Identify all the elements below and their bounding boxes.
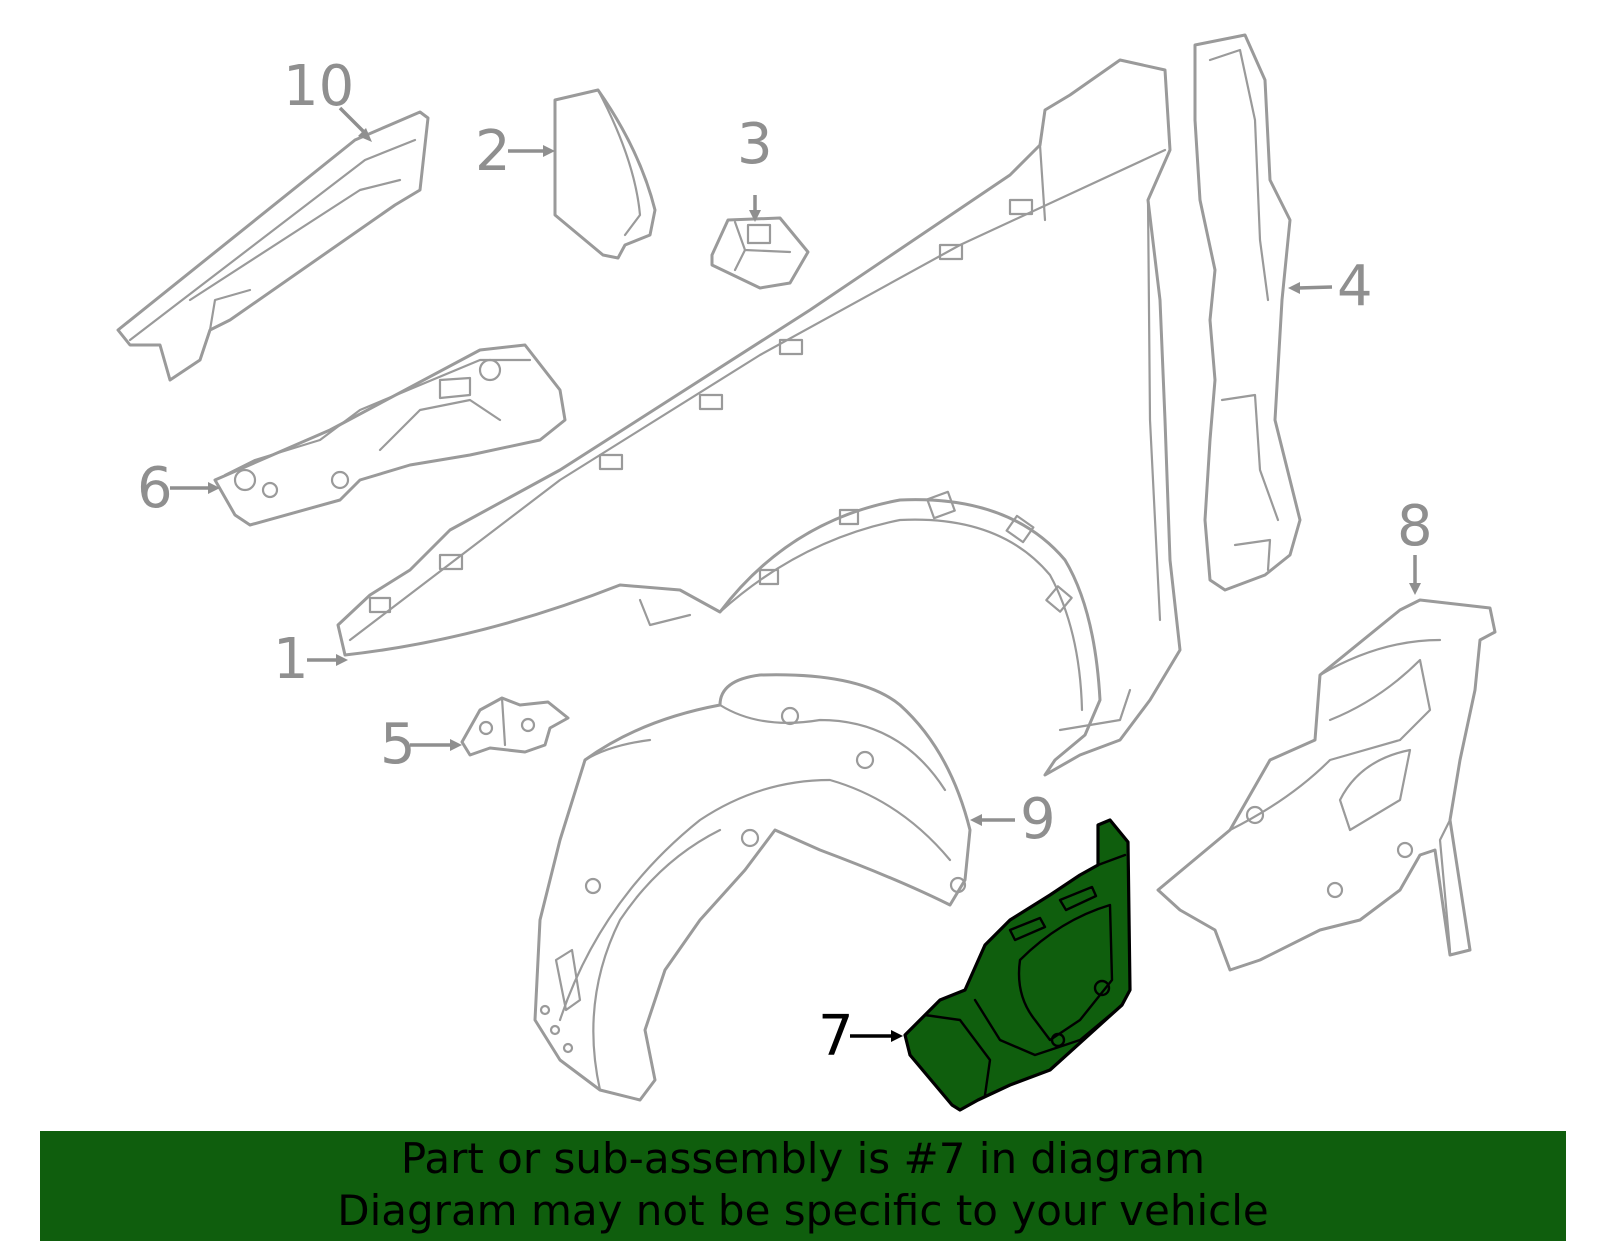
callout-1: 1 xyxy=(273,627,309,692)
part-8-inner-panel xyxy=(1156,598,1497,972)
part-10-rail-bracket xyxy=(116,110,430,382)
part-5-small-bracket xyxy=(460,696,570,757)
part-2-wedge-cover xyxy=(553,88,657,260)
callout-3: 3 xyxy=(737,112,773,177)
part-1-fender xyxy=(336,58,1182,777)
part-9-wheelhouse-liner xyxy=(533,673,972,1102)
callout-5: 5 xyxy=(380,712,416,777)
callout-8: 8 xyxy=(1397,494,1433,559)
part-4-pillar-seal xyxy=(1193,33,1302,592)
banner-line-2: Diagram may not be specific to your vehi… xyxy=(337,1186,1269,1235)
callout-2: 2 xyxy=(475,119,511,184)
part-6-reinforcement xyxy=(213,343,567,527)
info-banner: Part or sub-assembly is #7 in diagram Di… xyxy=(40,1131,1566,1241)
callout-4: 4 xyxy=(1337,254,1373,319)
callout-10: 10 xyxy=(283,54,354,119)
callout-9: 9 xyxy=(1020,787,1056,852)
callout-arrows xyxy=(170,106,1421,1042)
banner-line-1: Part or sub-assembly is #7 in diagram xyxy=(400,1134,1206,1183)
callout-7: 7 xyxy=(818,1004,854,1069)
part-7-highlighted-liner xyxy=(903,818,1132,1112)
callout-labels: 1 2 3 4 5 6 7 8 9 10 xyxy=(137,54,1433,1069)
part-3-clip xyxy=(710,216,810,290)
parts-diagram: 1 2 3 4 5 6 7 8 9 10 xyxy=(116,33,1497,1112)
callout-6: 6 xyxy=(137,456,173,521)
